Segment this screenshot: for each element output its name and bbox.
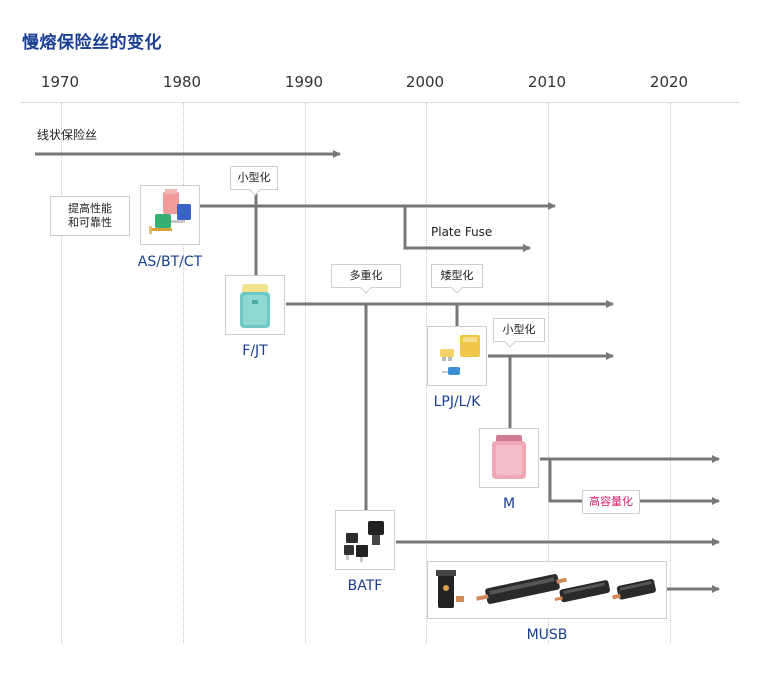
year-label: 1980 [162, 73, 202, 91]
product-musb: MUSB [526, 627, 568, 643]
grid-line [548, 103, 549, 643]
miniaturize-callout-2: 小型化 [493, 318, 545, 342]
high-capacity-callout: 高容量化 [582, 490, 640, 514]
year-label: 1970 [40, 73, 80, 91]
product-lpj-l-k: LPJ/L/K [433, 394, 481, 410]
page-title: 慢熔保险丝的变化 [22, 33, 162, 53]
grid-line [305, 103, 306, 643]
product-m: M [502, 496, 516, 512]
grid-line [670, 103, 671, 643]
grid-line [61, 103, 62, 643]
wire-fuse-label: 线状保险丝 [37, 128, 98, 142]
product-batf: BATF [347, 578, 383, 594]
f-fuse-image [225, 275, 285, 335]
year-label: 1990 [284, 73, 324, 91]
grid-line [426, 103, 427, 643]
year-label: 2020 [649, 73, 689, 91]
grid-line [183, 103, 184, 643]
batf-fuse-image [335, 510, 395, 570]
lpj-fuse-image [427, 326, 487, 386]
high-capacity-arrow [548, 459, 720, 505]
plate-fuse-label: Plate Fuse [431, 225, 493, 239]
as-fuse-image [140, 185, 200, 245]
timeline-axis [20, 102, 740, 103]
product-f-jt: F/JT [242, 343, 268, 359]
plate-fuse-arrow [403, 206, 531, 252]
year-label: 2000 [405, 73, 445, 91]
m-fuse-image [479, 428, 539, 488]
performance-callout: 提高性能 和可靠性 [50, 196, 130, 236]
product-as-bt-ct: AS/BT/CT [137, 254, 203, 270]
musb-fuse-image [427, 561, 667, 619]
year-label: 2010 [527, 73, 567, 91]
